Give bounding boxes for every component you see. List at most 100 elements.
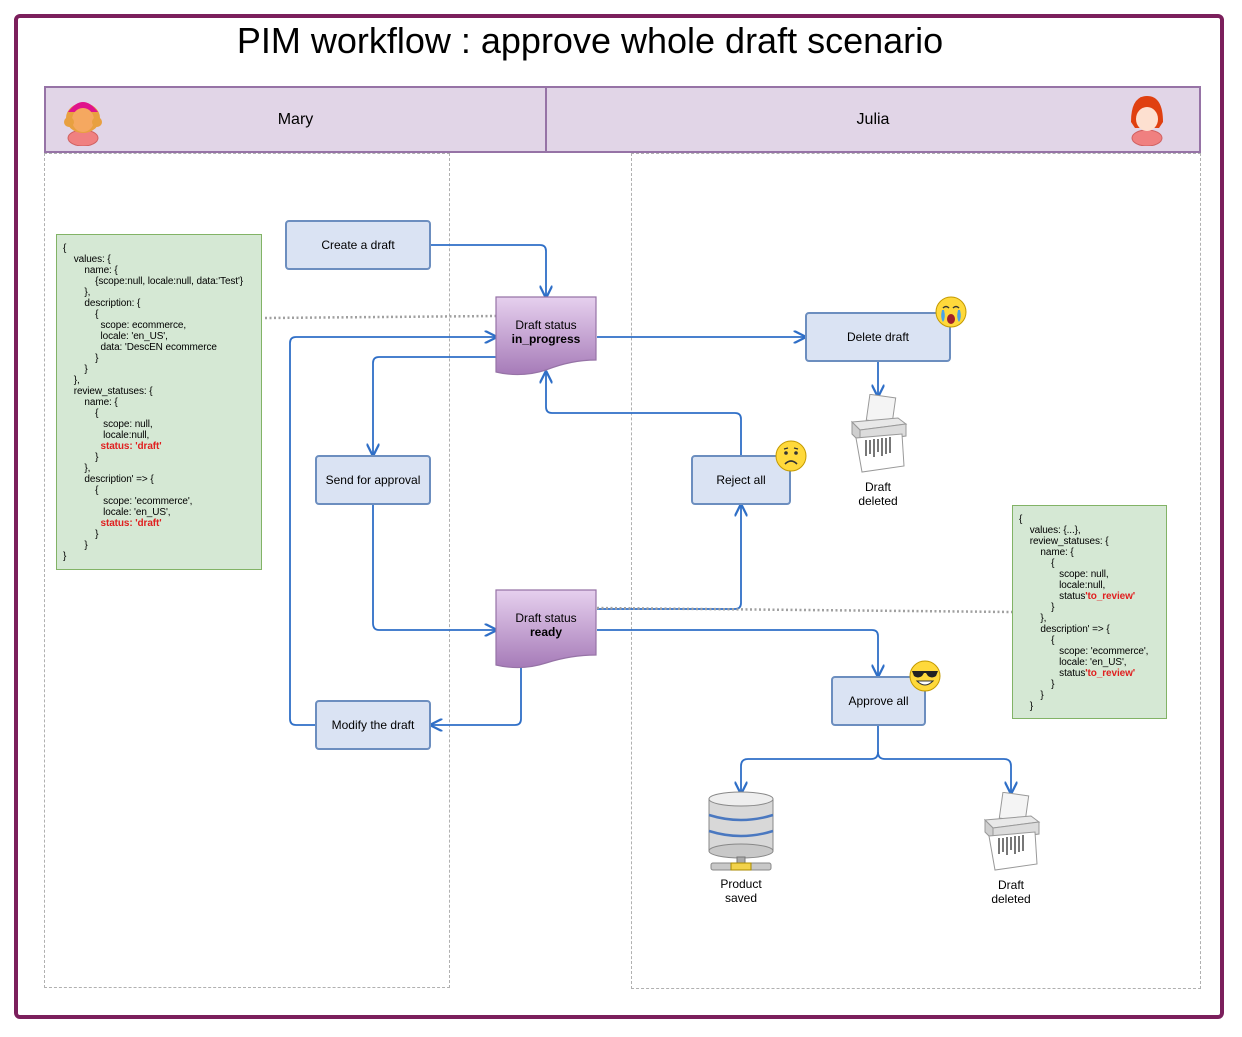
note-line: scope: 'ecommerce', bbox=[63, 496, 193, 507]
female-user-icon bbox=[64, 102, 102, 146]
note-line: status: 'draft' bbox=[63, 518, 162, 529]
note-line: { bbox=[63, 243, 67, 254]
lane-header-julia: Julia bbox=[545, 86, 1201, 153]
note-line: locale: 'en_US', bbox=[63, 507, 171, 518]
task-label: Create a draft bbox=[321, 238, 395, 252]
note-line: }, bbox=[63, 287, 91, 298]
note-line: status: 'draft' bbox=[63, 441, 162, 452]
paper-shredder-icon bbox=[983, 792, 1041, 871]
association-review-note bbox=[596, 606, 1013, 614]
association-draft-note bbox=[264, 314, 497, 320]
note-line: { bbox=[63, 408, 99, 419]
edge-modify-to-inprogress bbox=[289, 337, 496, 726]
note-line: review_statuses: { bbox=[1019, 536, 1109, 547]
crying-emoji-icon bbox=[935, 296, 967, 328]
task-delete-draft[interactable]: Delete draft bbox=[805, 312, 951, 362]
edge-ready-to-reject bbox=[597, 505, 741, 610]
note-line: name: { bbox=[63, 265, 118, 276]
note-line: scope: ecommerce, bbox=[63, 320, 187, 331]
sad-emoji-icon bbox=[775, 440, 807, 472]
diagram-frame bbox=[14, 14, 1224, 1019]
task-reject-all[interactable]: Reject all bbox=[691, 455, 791, 505]
task-modify-draft[interactable]: Modify the draft bbox=[315, 700, 431, 750]
note-line: values: {...}, bbox=[1019, 525, 1081, 536]
caption-line: Product bbox=[720, 877, 762, 891]
note-line: }, bbox=[63, 463, 91, 474]
task-label: Modify the draft bbox=[331, 718, 415, 732]
note-line: } bbox=[63, 452, 99, 463]
status-ready: Draft status ready bbox=[496, 611, 596, 639]
note-line: status'to_review' bbox=[1019, 668, 1136, 679]
note-line: } bbox=[63, 551, 67, 562]
status-shape-ready bbox=[495, 589, 597, 669]
note-line: name: { bbox=[63, 397, 118, 408]
note-line: } bbox=[63, 353, 99, 364]
caption-line: Draft bbox=[864, 480, 891, 494]
edge-inprogress-to-send bbox=[373, 356, 496, 455]
note-line: }, bbox=[1019, 613, 1047, 624]
note-line: } bbox=[1019, 701, 1033, 712]
note-line: values: { bbox=[63, 254, 111, 265]
note-line: { bbox=[63, 309, 99, 320]
note-line: locale: 'en_US', bbox=[1019, 657, 1127, 668]
edge-reject-to-inprogress bbox=[546, 372, 742, 455]
note-line: { bbox=[63, 485, 99, 496]
edge-ready-to-approve bbox=[597, 629, 878, 676]
note-line: } bbox=[63, 540, 88, 551]
status-shape-in-progress bbox=[495, 296, 597, 376]
caption-line: Draft bbox=[997, 878, 1024, 892]
note-line: scope: null, bbox=[63, 419, 153, 430]
task-label: Send for approval bbox=[325, 473, 421, 487]
caption-product-saved: Product saved bbox=[701, 877, 781, 905]
status-value: in_progress bbox=[511, 332, 581, 346]
lane-label-mary: Mary bbox=[277, 110, 314, 128]
note-line: scope: 'ecommerce', bbox=[1019, 646, 1149, 657]
note-line: } bbox=[63, 529, 99, 540]
lane-header-mary: Mary bbox=[44, 86, 547, 153]
caption-draft-deleted-1: Draft deleted bbox=[838, 480, 918, 508]
status-in-progress: Draft status in_progress bbox=[496, 318, 596, 346]
note-line: locale: 'en_US', bbox=[63, 331, 168, 342]
edge-create-to-inprogress bbox=[431, 244, 546, 297]
caption-line: saved bbox=[724, 891, 758, 905]
paper-shredder-icon bbox=[850, 394, 908, 473]
status-prefix: Draft status bbox=[515, 611, 577, 625]
note-draft-values: { values: { name: { {scope:null, locale:… bbox=[56, 234, 262, 570]
edge-send-to-ready bbox=[372, 505, 496, 630]
task-label: Approve all bbox=[848, 694, 909, 708]
task-approve-all[interactable]: Approve all bbox=[831, 676, 926, 726]
diagram-title: PIM workflow : approve whole draft scena… bbox=[236, 20, 944, 61]
lane-body-mary bbox=[44, 153, 450, 988]
note-line: }, bbox=[63, 375, 80, 386]
status-prefix: Draft status bbox=[515, 318, 577, 332]
female-user-icon bbox=[1131, 96, 1163, 146]
lane-body-julia bbox=[631, 153, 1201, 989]
note-line: { bbox=[1019, 558, 1055, 569]
status-value: ready bbox=[529, 625, 563, 639]
caption-draft-deleted-2: Draft deleted bbox=[971, 878, 1051, 906]
edge-ready-to-modify bbox=[431, 668, 522, 725]
database-server-icon bbox=[708, 791, 774, 871]
note-line: scope: null, bbox=[1019, 569, 1109, 580]
note-line: { bbox=[1019, 635, 1055, 646]
note-line: { bbox=[1019, 514, 1023, 525]
caption-line: deleted bbox=[991, 892, 1031, 906]
note-line: {scope:null, locale:null, data:'Test'} bbox=[63, 276, 244, 287]
note-line: } bbox=[1019, 602, 1055, 613]
caption-line: deleted bbox=[858, 494, 898, 508]
edge-approve-to-deleted bbox=[877, 751, 1011, 793]
note-line: locale:null, bbox=[1019, 580, 1106, 591]
task-create-draft[interactable]: Create a draft bbox=[285, 220, 431, 270]
note-line: description: { bbox=[63, 298, 141, 309]
task-label: Reject all bbox=[716, 473, 766, 487]
note-review-statuses: { values: {...}, review_statuses: { name… bbox=[1012, 505, 1167, 719]
note-line: locale:null, bbox=[63, 430, 150, 441]
lane-label-julia: Julia bbox=[856, 110, 890, 128]
task-label: Delete draft bbox=[846, 330, 910, 344]
note-line: } bbox=[1019, 679, 1055, 690]
task-send-for-approval[interactable]: Send for approval bbox=[315, 455, 431, 505]
edge-approve-to-saved bbox=[741, 725, 879, 793]
note-line: } bbox=[1019, 690, 1044, 701]
note-line: name: { bbox=[1019, 547, 1074, 558]
